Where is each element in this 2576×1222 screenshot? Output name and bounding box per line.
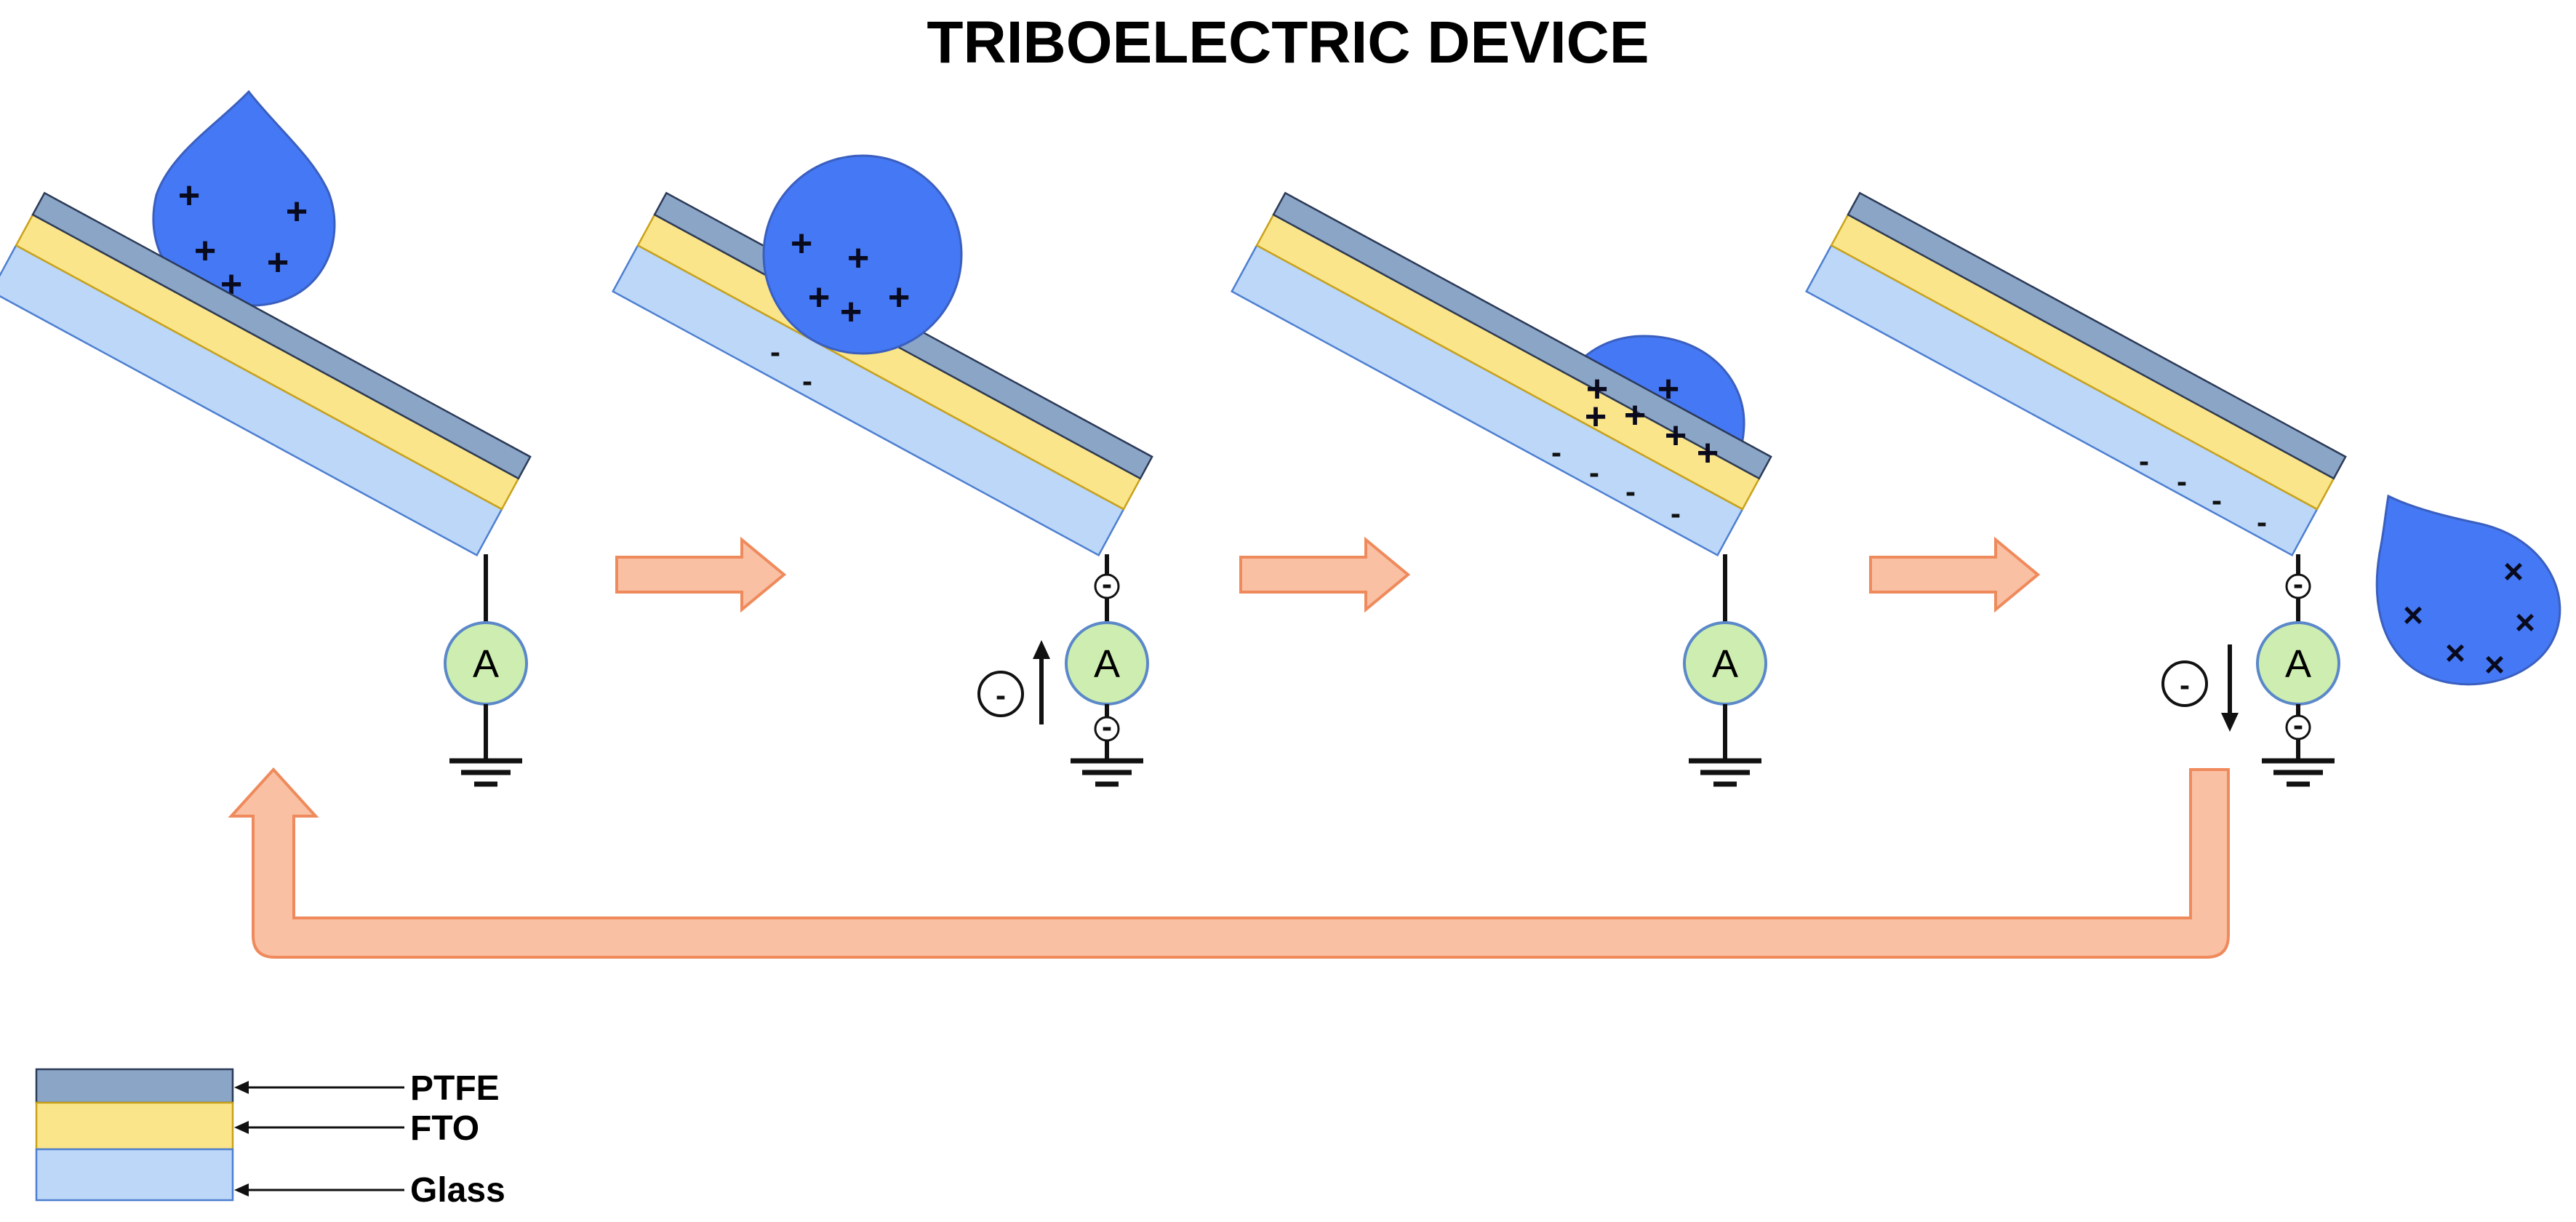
svg-text:+: + — [286, 191, 308, 233]
svg-text:-: - — [802, 364, 812, 398]
svg-text:-: - — [1102, 567, 1112, 601]
stage-4: - - - - - A - - × × × × × — [1805, 191, 2561, 787]
svg-text:×: × — [2484, 646, 2505, 684]
svg-text:+: + — [178, 175, 200, 217]
svg-text:-: - — [2257, 505, 2267, 539]
surface-3-charges: - - - - — [1551, 435, 1681, 530]
legend-pointer-fto — [234, 1121, 249, 1134]
svg-text:+: + — [1697, 432, 1719, 474]
svg-text:+: + — [791, 223, 812, 265]
electron-flow-4 — [2161, 660, 2208, 707]
electron-bottom-2 — [1094, 716, 1120, 742]
water-drop-4 — [2375, 494, 2561, 686]
legend-label-glass: Glass — [410, 1171, 505, 1210]
ammeter-1-label: A — [473, 642, 499, 686]
ground-3 — [1689, 758, 1761, 787]
stage-3: + + + + + + - - - - A — [1231, 191, 1772, 787]
device-slab-1 — [0, 191, 532, 556]
legend-swatch-glass — [35, 1148, 234, 1202]
flow-arrow-1 — [615, 536, 787, 613]
stage-2: - - + + + + + - A - - — [612, 154, 1153, 787]
svg-text:+: + — [1624, 394, 1646, 436]
diagram-title: TRIBOELECTRIC DEVICE — [927, 9, 1649, 76]
svg-text:-: - — [770, 335, 780, 369]
svg-text:-: - — [1625, 474, 1636, 508]
ammeter-3-label: A — [1712, 642, 1738, 686]
ammeter-4-label: A — [2285, 642, 2311, 686]
svg-text:+: + — [840, 291, 862, 333]
legend-swatch-fto — [35, 1101, 234, 1151]
svg-text:-: - — [1551, 435, 1561, 469]
svg-text:-: - — [1102, 709, 1112, 743]
ground-2 — [1071, 758, 1143, 787]
svg-text:+: + — [194, 230, 216, 272]
stage-1: + + + + + A — [0, 89, 532, 787]
svg-text:+: + — [1657, 368, 1679, 410]
water-drop-2 — [762, 154, 963, 355]
legend-label-ptfe: PTFE — [410, 1069, 500, 1108]
legend-pointer-glass — [234, 1183, 249, 1197]
legend-label-fto: FTO — [410, 1109, 479, 1148]
flow-arrow-2 — [1239, 536, 1411, 613]
svg-text:-: - — [2293, 708, 2303, 742]
svg-text:+: + — [1585, 396, 1607, 438]
svg-text:×: × — [2503, 553, 2524, 591]
svg-text:-: - — [2177, 464, 2187, 498]
svg-text:+: + — [888, 276, 910, 319]
svg-text:-: - — [2180, 668, 2190, 702]
electron-top-4 — [2285, 573, 2311, 599]
device-slab-3 — [1231, 191, 1772, 556]
electron-bottom-4 — [2285, 714, 2311, 740]
svg-text:+: + — [267, 241, 289, 284]
svg-text:+: + — [847, 237, 869, 279]
drop-2-charges: + + + + + — [791, 223, 910, 333]
flow-arrow-3 — [1869, 536, 2041, 613]
drop-4-charges: × × × × × — [2403, 553, 2535, 684]
svg-text:×: × — [2515, 604, 2535, 642]
svg-text:+: + — [808, 276, 830, 319]
device-slab-4 — [1805, 191, 2347, 556]
surface-2-charges: - - — [770, 335, 812, 398]
legend-swatch-ptfe — [35, 1068, 234, 1104]
ground-1 — [449, 758, 522, 787]
svg-text:×: × — [2403, 596, 2423, 635]
drop-3-charges: + + + + + + — [1585, 368, 1719, 474]
legend-pointer-ptfe — [234, 1081, 249, 1094]
surface-4-charges: - - - - — [2139, 444, 2267, 539]
svg-text:-: - — [1671, 496, 1681, 530]
svg-text:+: + — [1665, 415, 1687, 457]
svg-text:-: - — [1589, 455, 1599, 490]
svg-text:-: - — [996, 678, 1006, 712]
electron-top-2 — [1094, 573, 1120, 599]
electron-flow-2 — [977, 671, 1024, 717]
svg-text:-: - — [2212, 483, 2222, 517]
svg-text:+: + — [1586, 368, 1608, 410]
svg-text:×: × — [2445, 634, 2465, 673]
return-arrow — [228, 767, 2230, 959]
legend: PTFE FTO Glass — [35, 1068, 505, 1210]
ground-4 — [2262, 758, 2335, 787]
svg-text:-: - — [2139, 444, 2149, 478]
ammeter-2-label: A — [1094, 642, 1120, 686]
svg-text:-: - — [2293, 567, 2303, 601]
